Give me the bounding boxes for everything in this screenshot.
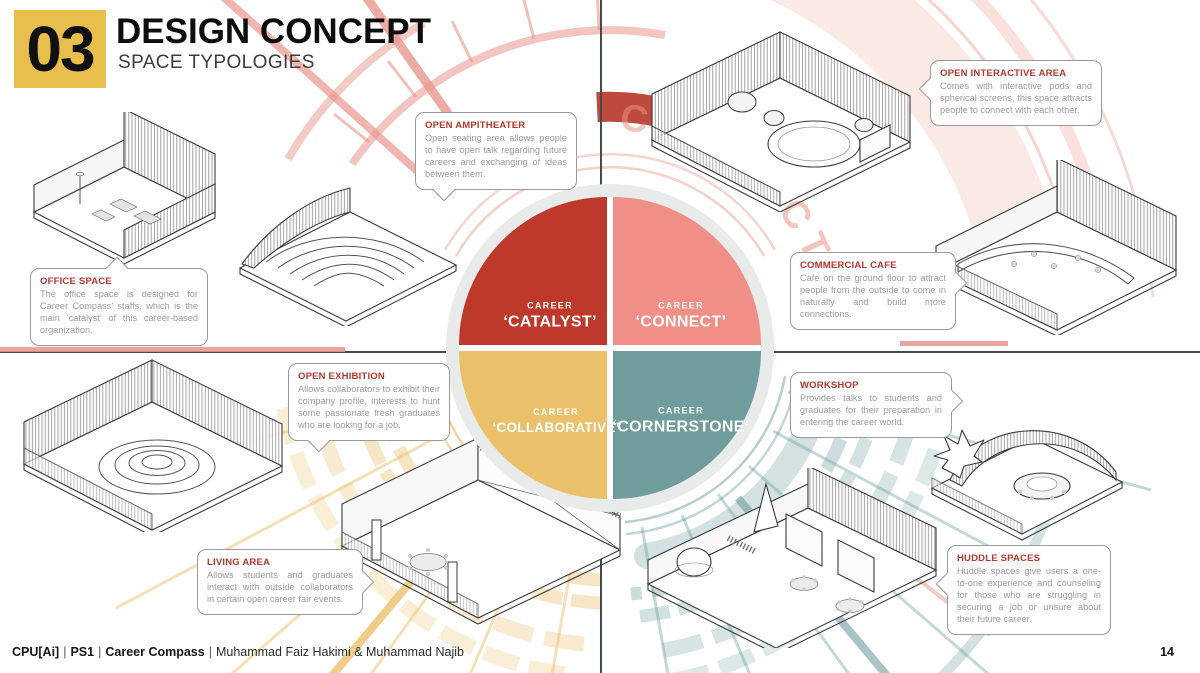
callout-body: Provides talks to students and graduates…: [800, 393, 942, 427]
callout-body: Cafe on the ground floor to attract peop…: [800, 273, 946, 319]
divider-accent-left: [0, 347, 345, 352]
callout-body: The office space is designed for Career …: [40, 289, 198, 335]
footer-credit: CPU[Ai]|PS1|Career Compass|Muhammad Faiz…: [12, 645, 464, 659]
callout-huddle-spaces: HUDDLE SPACES Huddle spaces give users a…: [935, 545, 1111, 635]
label-career-connect: CAREER ‘CONNECT’: [635, 300, 727, 331]
page-subtitle: SPACE TYPOLOGIES: [118, 52, 315, 73]
callout-title: OPEN AMPITHEATER: [425, 120, 526, 131]
divider-accent-right: [900, 341, 1008, 346]
callout-title: LIVING AREA: [207, 557, 271, 568]
section-number: 03: [26, 13, 95, 85]
callout-workshop: WORKSHOP Provides talks to students and …: [790, 372, 964, 438]
section-number-box: 03: [14, 10, 106, 88]
open-interactive-area-drawing: [638, 22, 923, 212]
open-exhibition-drawing: [12, 352, 297, 532]
callout-title: HUDDLE SPACES: [957, 553, 1041, 564]
callout-body: Open seating area allows people to have …: [425, 133, 567, 179]
callout-title: OFFICE SPACE: [40, 276, 112, 287]
callout-open-ampitheater: OPEN AMPITHEATER Open seating area allow…: [415, 112, 577, 202]
open-ampitheater-drawing: [228, 158, 463, 326]
callout-open-exhibition: OPEN EXHIBITION Allows collaborators to …: [288, 363, 450, 453]
callout-body: Allows collaborators to exhibit their co…: [298, 384, 440, 430]
footer-course: CPU[Ai]: [12, 645, 60, 659]
label-career-cornerstone: CAREER ‘CORNERSTONE’: [612, 405, 750, 436]
huddle-spaces-drawing: [636, 468, 951, 648]
callout-title: OPEN INTERACTIVE AREA: [940, 68, 1067, 79]
callout-title: WORKSHOP: [800, 380, 859, 391]
label-career-collaborative: CAREER ‘COLLABORATIVE’: [492, 407, 620, 435]
callout-living-area: LIVING AREA Allows students and graduate…: [197, 549, 375, 615]
footer-project: Career Compass: [105, 645, 205, 659]
callout-title: OPEN EXHIBITION: [298, 371, 385, 382]
typology-wheel: CAREER ‘CATALYST’ CAREER ‘CONNECT’ CAREE…: [446, 184, 774, 512]
label-career-catalyst: CAREER ‘CATALYST’: [503, 300, 597, 331]
page-number: 14: [1160, 645, 1174, 659]
callout-body: Allows students and graduates interact w…: [207, 570, 353, 604]
callout-open-interactive-area: OPEN INTERACTIVE AREA Comes with interac…: [918, 60, 1102, 126]
callout-office-space: OFFICE SPACE The office space is designe…: [30, 256, 208, 346]
callout-commercial-cafe: COMMERCIAL CAFE Cafe on the ground floor…: [790, 252, 968, 330]
office-space-drawing: [22, 112, 227, 272]
callout-title: COMMERCIAL CAFE: [800, 260, 897, 271]
footer-studio: PS1: [70, 645, 95, 659]
typology-wheel-inner: CAREER ‘CATALYST’ CAREER ‘CONNECT’ CAREE…: [459, 197, 761, 499]
page-title: DESIGN CONCEPT: [116, 12, 432, 51]
footer-authors: Muhammad Faiz Hakimi & Muhammad Najib: [215, 645, 464, 659]
workshop-drawing: [920, 382, 1135, 552]
callout-body: Huddle spaces give users a one-to-one ex…: [957, 566, 1101, 624]
callout-body: Comes with interactive pods and spherica…: [940, 81, 1092, 115]
commercial-cafe-drawing: [922, 160, 1187, 335]
